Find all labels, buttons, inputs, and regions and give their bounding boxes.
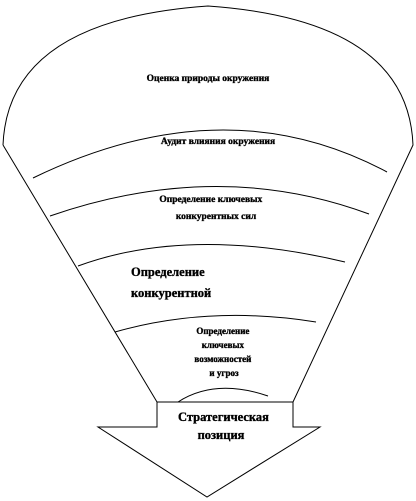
layer-label-line: и угроз	[209, 368, 239, 378]
layer-label-line: Определение	[131, 265, 205, 279]
layer-label-line: ключевых	[202, 340, 245, 350]
layer-label-line: Аудит влияния окружения	[161, 137, 275, 147]
layer-label-line: Оценка природы окружения	[147, 74, 270, 84]
arrow-label: Стратегическая позиция	[178, 410, 272, 442]
band-divider-4	[114, 314, 317, 333]
strategic-position-arrow	[96, 401, 322, 498]
band-divider-2	[49, 186, 370, 217]
bottom-arc	[177, 387, 269, 403]
layer-label-line: Определение ключевых	[159, 195, 262, 205]
funnel-outline	[2, 5, 414, 403]
layer-label-environment-audit: Аудит влияния окружения	[161, 137, 275, 147]
layer-label-competitive-forces: Определение ключевых конкурентных сил	[159, 195, 264, 222]
layer-label-environment-nature: Оценка природы окружения	[147, 74, 270, 84]
band-divider-1	[32, 129, 388, 179]
layer-label-line: конкурентных сил	[176, 212, 257, 222]
layer-label-line: возможностей	[194, 354, 251, 364]
band-divider-3	[77, 243, 346, 267]
layer-label-line: Определение	[196, 326, 249, 336]
layer-label-line: конкурентной	[131, 286, 211, 300]
layer-label-competitive-position: Определение конкурентной	[131, 265, 211, 300]
arrow-label-line: Стратегическая	[178, 410, 269, 424]
arrow-label-line: позиция	[198, 428, 245, 442]
layer-label-opportunities-threats: Определение ключевых возможностей и угро…	[194, 326, 253, 378]
